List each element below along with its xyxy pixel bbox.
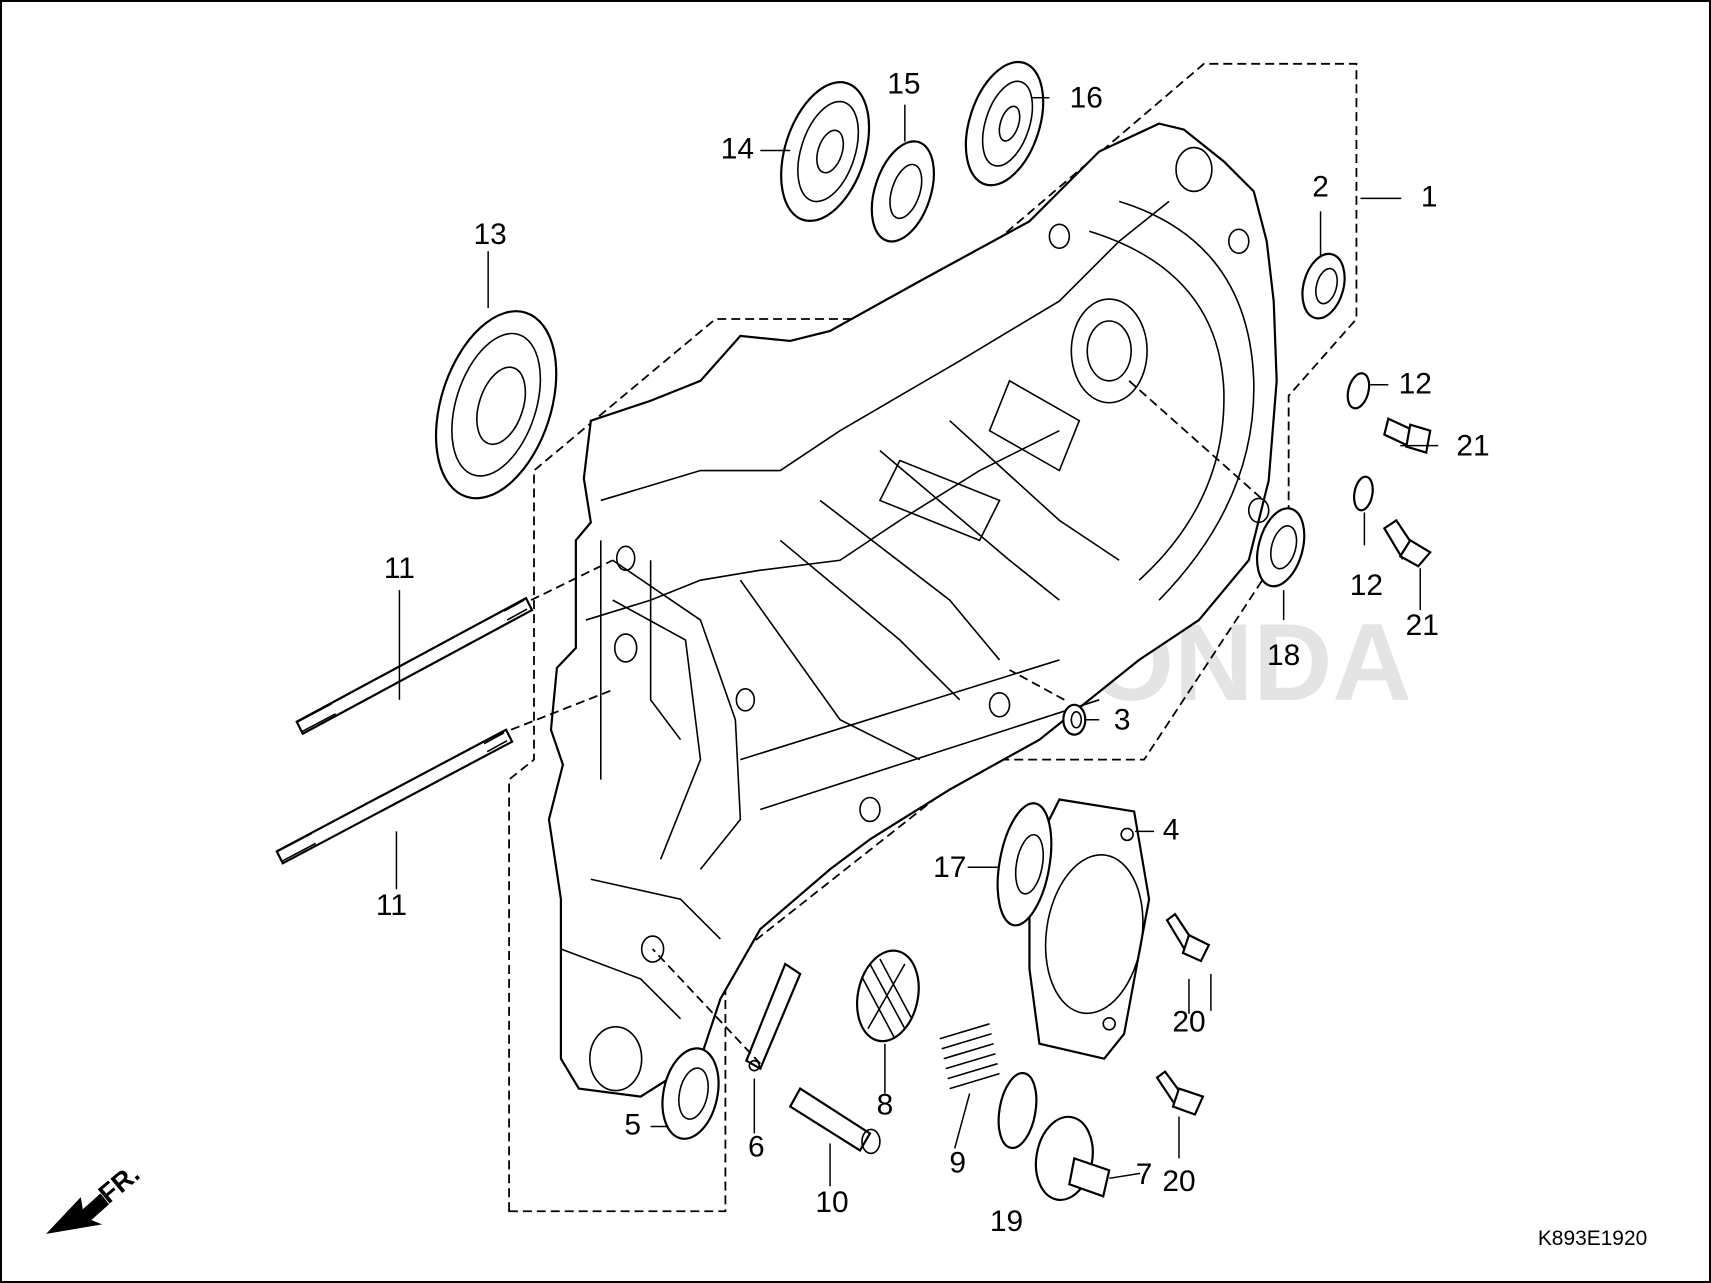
strainer-8 (856, 949, 920, 1043)
front-direction-indicator: FR. (46, 1158, 145, 1234)
callout-7: 7 (1136, 1158, 1153, 1191)
callout-6: 6 (748, 1130, 765, 1163)
seal-17 (996, 802, 1053, 927)
callout-20-lower: 20 (1162, 1165, 1195, 1198)
callout-8: 8 (877, 1088, 894, 1121)
dowel-pin-3 (1062, 703, 1087, 736)
callout-5: 5 (624, 1108, 641, 1141)
callout-18: 18 (1267, 639, 1300, 672)
bolt-20-upper (1165, 912, 1211, 963)
leader-lines (395, 96, 1439, 1187)
drain-plug-7 (1034, 1115, 1111, 1201)
callout-20-upper: 20 (1172, 1006, 1205, 1039)
callout-2: 2 (1312, 170, 1329, 203)
bolt-21-upper (1383, 417, 1432, 454)
callout-21-upper: 21 (1456, 429, 1489, 462)
callout-13: 13 (474, 218, 507, 251)
crankcase-body (547, 122, 1278, 1098)
spring-9 (939, 1023, 1000, 1090)
callout-16: 16 (1070, 82, 1103, 115)
callout-19: 19 (990, 1205, 1023, 1238)
bolt-20-lower (1155, 1070, 1205, 1116)
assembly-boundary (508, 62, 1358, 1213)
seal-18 (1256, 507, 1306, 588)
callout-10: 10 (815, 1186, 848, 1219)
bearing-15 (870, 140, 935, 243)
callout-4: 4 (1163, 813, 1180, 846)
callout-12-upper: 12 (1399, 368, 1432, 401)
stud-bolt-11-lower (275, 728, 514, 865)
front-arrow-icon (46, 1193, 110, 1234)
shaft-10 (788, 1087, 881, 1155)
o-ring-19 (997, 1072, 1038, 1150)
callout-12-lower: 12 (1350, 569, 1383, 602)
bolt-21-lower (1382, 518, 1432, 568)
callout-1: 1 (1421, 180, 1438, 213)
callout-9: 9 (949, 1146, 966, 1179)
clip-6 (744, 962, 802, 1072)
callout-11-upper: 11 (384, 552, 415, 585)
bearing-5 (661, 1047, 720, 1140)
seal-2 (1301, 252, 1346, 320)
drawing-code: K893E1920 (1538, 1227, 1647, 1250)
washer-12-lower (1353, 475, 1374, 512)
bearing-14 (780, 81, 871, 222)
bearing-13 (434, 310, 558, 500)
callout-14: 14 (721, 132, 754, 165)
callout-15: 15 (887, 68, 920, 101)
washer-12-upper (1346, 372, 1371, 410)
bearing-16 (964, 60, 1045, 187)
callout-17: 17 (933, 851, 966, 884)
callout-21-lower: 21 (1406, 609, 1439, 642)
callout-3: 3 (1114, 704, 1131, 737)
callout-11-lower: 11 (376, 889, 407, 922)
stud-bolt-11-upper (295, 596, 534, 736)
